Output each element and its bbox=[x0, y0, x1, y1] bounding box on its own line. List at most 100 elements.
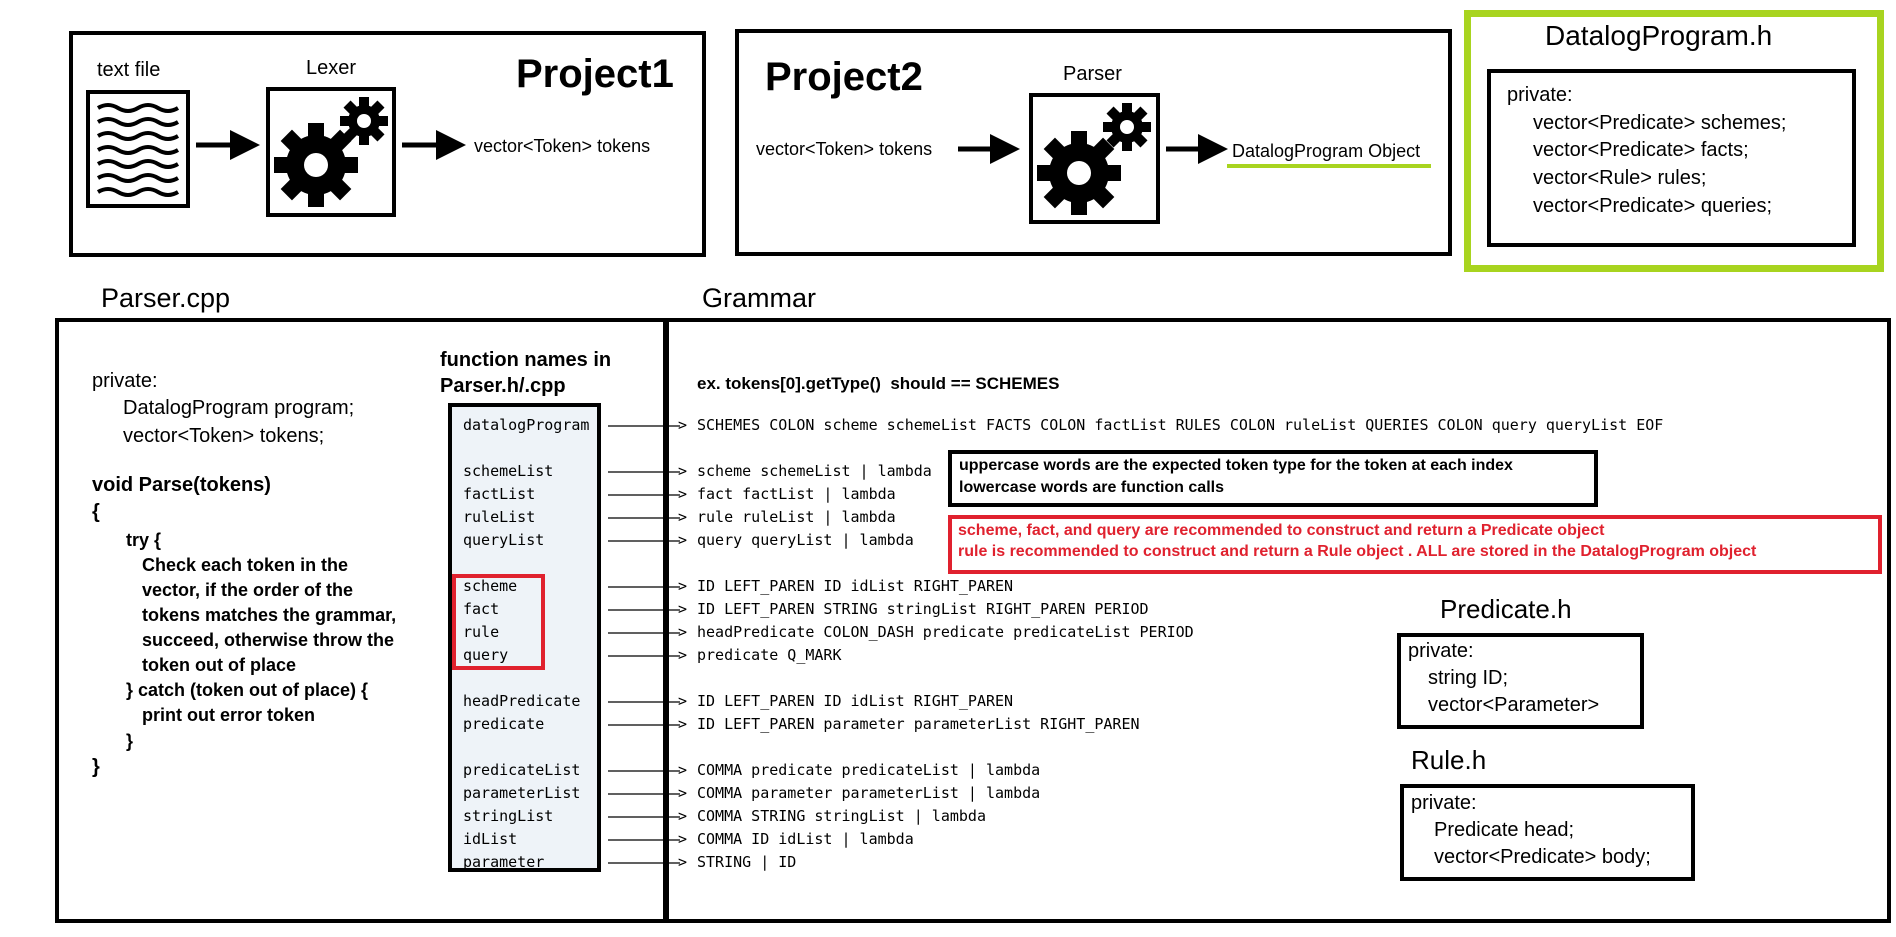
gears-icon bbox=[1037, 103, 1151, 215]
function-name: rule bbox=[463, 623, 500, 641]
catch-body: print out error token bbox=[142, 705, 316, 725]
project1-box bbox=[69, 31, 706, 257]
note-recommendation-line: rule is recommended to construct and ret… bbox=[958, 543, 1757, 560]
grammar-production: COMMA parameter parameterList | lambda bbox=[697, 784, 1041, 802]
function-name: predicate bbox=[463, 715, 545, 733]
parser-label: Parser bbox=[1063, 63, 1122, 85]
datalogprogram-h-title: DatalogProgram.h bbox=[1545, 20, 1773, 51]
project1-output: vector<Token> tokens bbox=[474, 136, 651, 156]
inner-close-brace: } bbox=[126, 731, 134, 751]
try-body-line: succeed, otherwise throw the bbox=[142, 630, 395, 650]
datalogprogram-h-line: private: bbox=[1507, 84, 1573, 106]
function-name: schemeList bbox=[463, 462, 554, 480]
grammar-production: STRING | ID bbox=[697, 853, 797, 871]
grammar-production: > bbox=[678, 807, 697, 825]
member-program: DatalogProgram program; bbox=[123, 397, 355, 419]
grammar-production: > bbox=[678, 462, 697, 480]
function-name: parameter bbox=[463, 853, 545, 871]
grammar-title: Grammar bbox=[702, 283, 816, 313]
grammar-production: > bbox=[678, 577, 697, 595]
grammar-production: ID LEFT_PAREN STRING stringList RIGHT_PA… bbox=[697, 600, 1149, 618]
grammar-production: > bbox=[678, 600, 697, 618]
rule-h-line: vector<Predicate> body; bbox=[1434, 846, 1651, 868]
grammar-production: SCHEMES COLON scheme schemeList FACTS CO… bbox=[697, 416, 1664, 434]
grammar-production: > bbox=[678, 761, 697, 779]
note-lowercase-line: lowercase words are function calls bbox=[959, 479, 1224, 496]
grammar-production: > bbox=[678, 485, 697, 503]
lexer-label: Lexer bbox=[306, 57, 357, 79]
project1-title: Project1 bbox=[516, 52, 674, 96]
grammar-production: ID LEFT_PAREN ID idList RIGHT_PAREN bbox=[697, 577, 1014, 595]
function-name: factList bbox=[463, 485, 536, 503]
try-body-line: tokens matches the grammar, bbox=[142, 605, 397, 625]
function-names-title: function names in bbox=[440, 349, 612, 371]
grammar-production: > bbox=[678, 692, 697, 710]
predicate-h-line: vector<Parameter> bbox=[1428, 694, 1600, 716]
function-name: headPredicate bbox=[463, 692, 581, 710]
datalogprogram-h-box bbox=[1487, 69, 1856, 247]
datalogprogram-h-line: vector<Predicate> queries; bbox=[1533, 195, 1773, 217]
grammar-production: query queryList | lambda bbox=[697, 531, 914, 549]
grammar-production: > bbox=[678, 623, 697, 641]
rule-h-line: private: bbox=[1411, 792, 1477, 814]
text-file-label: text file bbox=[97, 59, 161, 81]
function-name: idList bbox=[463, 830, 518, 848]
grammar-production: rule ruleList | lambda bbox=[697, 508, 896, 526]
predicate-h-line: string ID; bbox=[1428, 667, 1509, 689]
rule-h-title: Rule.h bbox=[1411, 745, 1487, 775]
grammar-box bbox=[663, 318, 1891, 923]
rule-h-line: Predicate head; bbox=[1434, 819, 1575, 841]
gears-icon bbox=[274, 97, 388, 207]
grammar-production: ID LEFT_PAREN ID idList RIGHT_PAREN bbox=[697, 692, 1014, 710]
project2-title: Project2 bbox=[765, 55, 923, 99]
grammar-production: COMMA ID idList | lambda bbox=[697, 830, 914, 848]
function-name: predicateList bbox=[463, 761, 581, 779]
function-names-box bbox=[448, 403, 601, 872]
member-tokens: vector<Token> tokens; bbox=[123, 425, 325, 447]
private-label: private: bbox=[92, 370, 158, 392]
grammar-production: COMMA predicate predicateList | lambda bbox=[697, 761, 1041, 779]
predicate-h-line: private: bbox=[1408, 640, 1474, 662]
function-name: queryList bbox=[463, 531, 545, 549]
top-arrows bbox=[196, 130, 1228, 164]
try-body-line: vector, if the order of the bbox=[142, 580, 354, 600]
function-name: scheme bbox=[463, 577, 518, 595]
datalogprogram-h-line: vector<Predicate> schemes; bbox=[1533, 112, 1787, 134]
parser-cpp-title: Parser.cpp bbox=[101, 283, 231, 313]
note-recommendation-line: scheme, fact, and query are recommended … bbox=[958, 522, 1605, 539]
function-highlight-red bbox=[452, 574, 545, 670]
datalogprogram-h-highlight bbox=[1464, 10, 1884, 272]
wavy-lines-icon bbox=[96, 103, 180, 197]
catch-line: } catch (token out of place) { bbox=[126, 680, 369, 700]
grammar-production: > bbox=[678, 715, 697, 733]
try-line: try { bbox=[126, 530, 162, 550]
try-body-line: Check each token in the bbox=[142, 555, 349, 575]
grammar-production: COMMA STRING stringList | lambda bbox=[697, 807, 986, 825]
grammar-production: > bbox=[678, 853, 697, 871]
grammar-production: fact factList | lambda bbox=[697, 485, 896, 503]
predicate-h-title: Predicate.h bbox=[1440, 594, 1572, 624]
function-name: datalogProgram bbox=[463, 416, 590, 434]
function-name: stringList bbox=[463, 807, 554, 825]
project2-output: DatalogProgram Object bbox=[1232, 141, 1421, 161]
note-uppercase-box bbox=[948, 450, 1598, 507]
grammar-production: > bbox=[678, 416, 697, 434]
project2-box bbox=[735, 29, 1452, 256]
predicate-h-box bbox=[1397, 633, 1644, 729]
grammar-production: scheme schemeList | lambda bbox=[697, 462, 932, 480]
text-file-icon bbox=[86, 90, 190, 208]
grammar-production: > bbox=[678, 531, 697, 549]
project2-input: vector<Token> tokens bbox=[756, 139, 933, 159]
parser-box bbox=[1029, 93, 1160, 224]
grammar-production: headPredicate COLON_DASH predicate predi… bbox=[697, 623, 1194, 641]
function-name: query bbox=[463, 646, 509, 664]
parse-signature: void Parse(tokens) bbox=[92, 474, 271, 496]
grammar-production: > bbox=[678, 830, 697, 848]
note-recommendation-box bbox=[948, 515, 1882, 574]
datalogprogram-h-line: vector<Rule> rules; bbox=[1533, 167, 1707, 189]
note-uppercase-line: uppercase words are the expected token t… bbox=[959, 457, 1513, 474]
datalogprogram-h-line: vector<Predicate> facts; bbox=[1533, 139, 1749, 161]
rule-h-box bbox=[1400, 784, 1695, 881]
close-brace: } bbox=[92, 756, 100, 778]
